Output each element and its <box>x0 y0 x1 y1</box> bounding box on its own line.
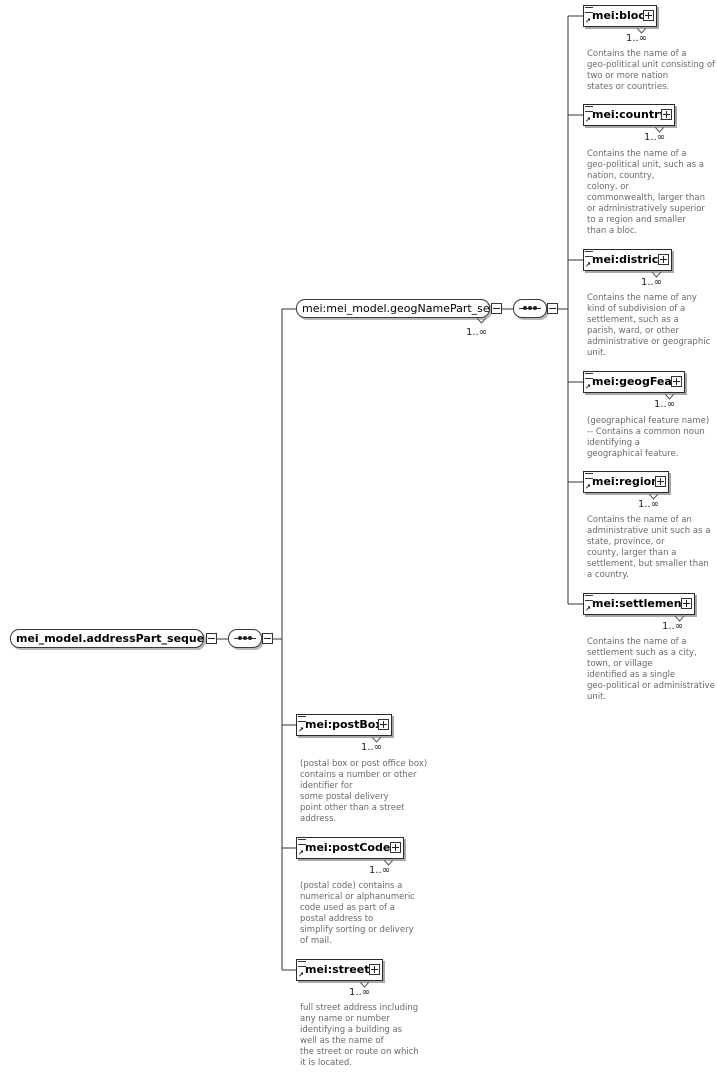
root-sequence-compositor <box>228 629 262 648</box>
expand-icon[interactable] <box>369 964 380 975</box>
element-documentation: (postal box or post office box) contains… <box>300 759 428 824</box>
element-name: mei:region <box>592 475 660 488</box>
element-name: mei:district <box>592 253 664 266</box>
element-region[interactable]: ↗ mei:region <box>583 471 669 493</box>
element-cardinality: 1..∞ <box>349 987 371 998</box>
element-cardinality: 1..∞ <box>626 33 648 44</box>
element-documentation: (geographical feature name) -- Contains … <box>587 416 710 459</box>
element-name: mei:bloc <box>592 9 645 22</box>
element-geogfeat[interactable]: ↗ mei:geogFeat <box>583 371 685 393</box>
element-name: mei:settlement <box>592 597 687 610</box>
geogname-sequence-toggle[interactable] <box>547 303 558 314</box>
element-documentation: full street address including any name o… <box>300 1003 419 1068</box>
element-cardinality: 1..∞ <box>662 621 684 632</box>
element-cardinality: 1..∞ <box>369 865 391 876</box>
cardinality-notch <box>652 272 661 278</box>
cardinality-notch <box>655 127 664 133</box>
expand-icon[interactable] <box>655 476 666 487</box>
element-cardinality: 1..∞ <box>644 132 666 143</box>
element-street[interactable]: ↗ mei:street <box>296 959 383 981</box>
element-cardinality: 1..∞ <box>638 499 660 510</box>
element-documentation: Contains the name of any kind of subdivi… <box>587 293 711 358</box>
element-documentation: (postal code) contains a numerical or al… <box>300 881 415 946</box>
expand-icon[interactable] <box>643 10 654 21</box>
expand-icon[interactable] <box>390 842 401 853</box>
element-name: mei:postCode <box>305 841 391 854</box>
cardinality-notch <box>665 394 674 400</box>
element-documentation: Contains the name of a settlement such a… <box>587 637 715 702</box>
root-sequence-toggle[interactable] <box>262 633 273 644</box>
root-group-box[interactable]: mei_model.addressPart_seque... <box>10 629 204 648</box>
element-country[interactable]: ↗ mei:country <box>583 104 675 126</box>
expand-icon[interactable] <box>681 598 692 609</box>
geogname-group-label: mei:mei_model.geogNamePart_seque... <box>302 302 490 315</box>
element-settlement[interactable]: ↗ mei:settlement <box>583 593 695 615</box>
expand-icon[interactable] <box>661 109 672 120</box>
element-postbox[interactable]: ↗ mei:postBox <box>296 714 392 736</box>
geogname-collapse-toggle[interactable] <box>491 303 502 314</box>
geogname-group-box[interactable]: mei:mei_model.geogNamePart_seque... <box>296 299 490 318</box>
element-district[interactable]: ↗ mei:district <box>583 249 672 271</box>
element-cardinality: 1..∞ <box>361 742 383 753</box>
element-postcode[interactable]: ↗ mei:postCode <box>296 837 404 859</box>
element-documentation: Contains the name of an administrative u… <box>587 515 711 580</box>
expand-icon[interactable] <box>671 376 682 387</box>
cardinality-notch <box>384 860 393 866</box>
expand-icon[interactable] <box>378 719 389 730</box>
element-documentation: Contains the name of a geo-political uni… <box>587 49 716 92</box>
element-documentation: Contains the name of a geo-political uni… <box>587 149 705 236</box>
expand-icon[interactable] <box>658 254 669 265</box>
root-group-label: mei_model.addressPart_seque... <box>16 632 204 645</box>
element-cardinality: 1..∞ <box>641 277 663 288</box>
cardinality-notch <box>637 28 646 34</box>
cardinality-notch <box>675 616 684 622</box>
element-bloc[interactable]: ↗ mei:bloc <box>583 5 657 27</box>
element-name: mei:geogFeat <box>592 375 678 388</box>
element-name: mei:country <box>592 108 667 121</box>
cardinality-notch <box>477 318 486 324</box>
cardinality-notch <box>372 737 381 743</box>
root-collapse-toggle[interactable] <box>206 633 217 644</box>
element-name: mei:postBox <box>305 718 383 731</box>
geogname-cardinality: 1..∞ <box>466 327 488 338</box>
cardinality-notch <box>649 494 658 500</box>
cardinality-notch <box>360 982 369 988</box>
element-name: mei:street <box>305 963 370 976</box>
geogname-sequence-compositor <box>513 299 547 318</box>
element-cardinality: 1..∞ <box>654 399 676 410</box>
